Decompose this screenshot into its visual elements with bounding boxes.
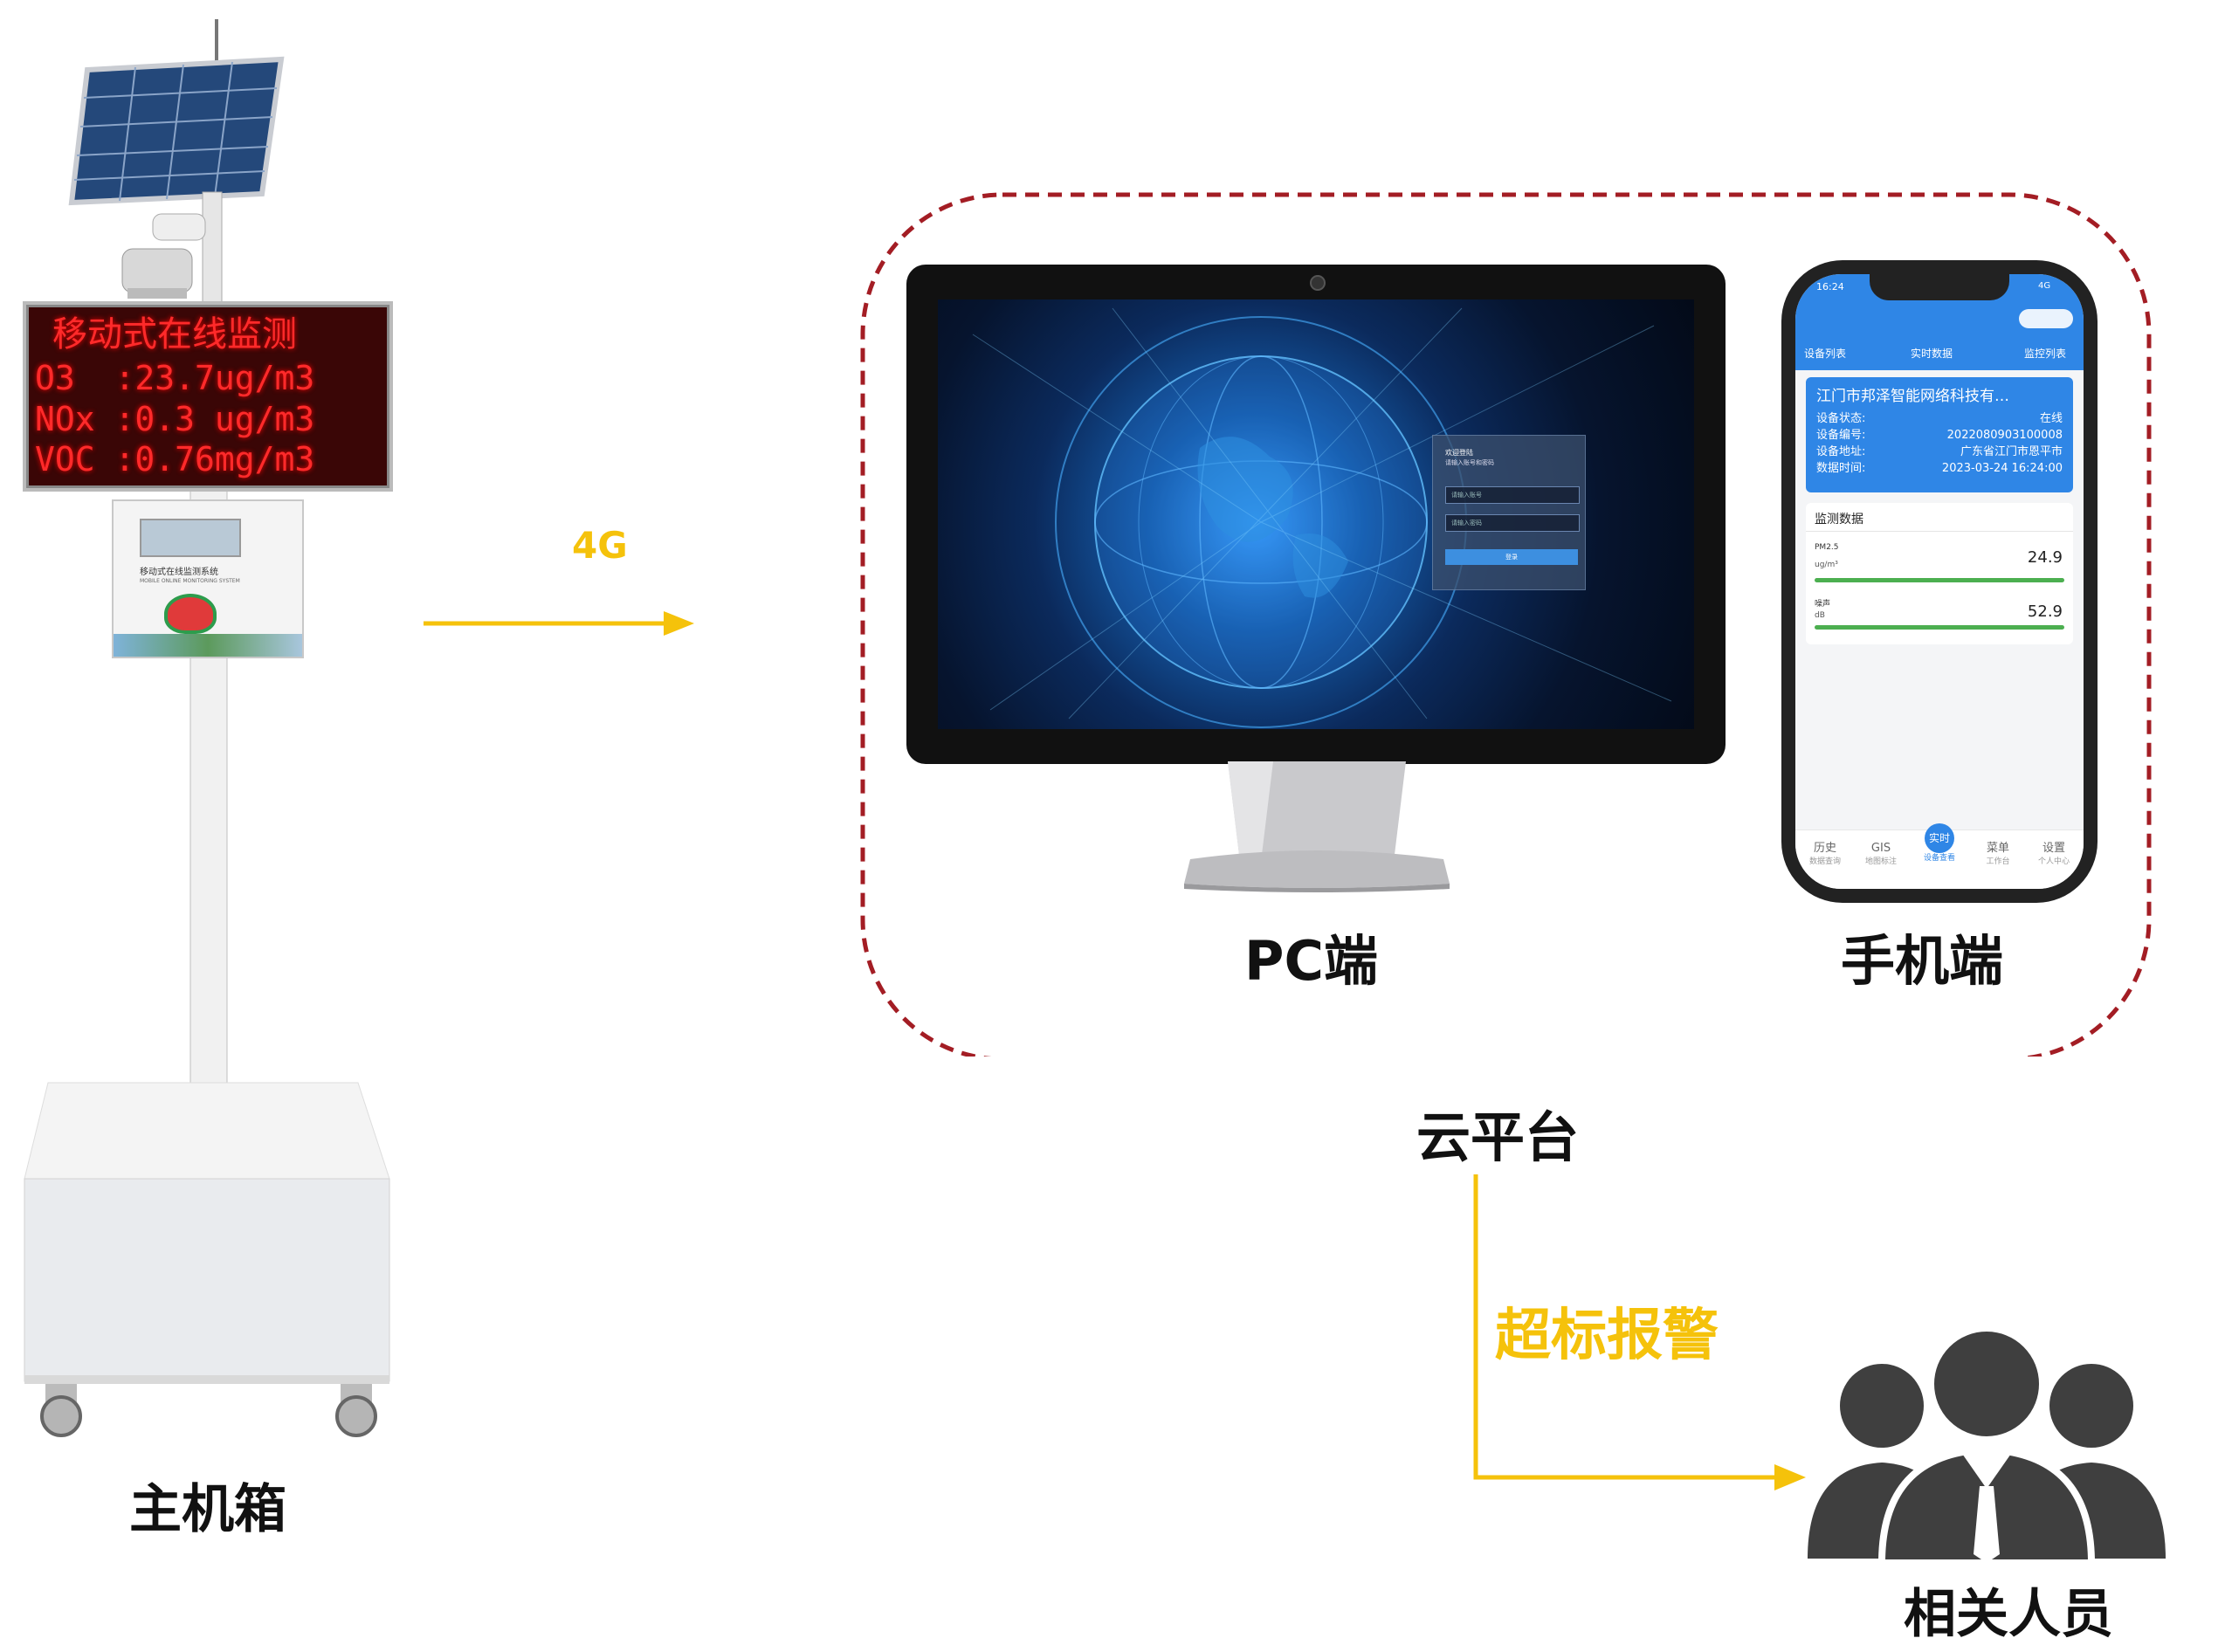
led-display: 移动式在线监测 O3 :23.7ug/m3 NOx :0.3 ug/m3 VOC… — [23, 301, 393, 492]
nav-label: 实时 — [1928, 832, 1950, 844]
metric-value: 24.9 — [2027, 548, 2063, 567]
led-row-voc: VOC :0.76mg/m3 — [35, 440, 315, 478]
username-placeholder: 请输入账号 — [1451, 492, 1482, 499]
nav-history[interactable]: 历史 数据查询 — [1799, 841, 1851, 867]
metric-name: 噪声 — [1815, 600, 1831, 609]
login-hint: 请输入账号和密码 — [1445, 459, 1494, 466]
pc-label: PC端 — [1244, 929, 1378, 993]
phone-tab-devices[interactable]: 设备列表 — [1804, 348, 1847, 360]
metric-unit: ug/m³ — [1815, 561, 1838, 569]
metric-noise[interactable]: 噪声 dB 52.9 — [1806, 590, 2073, 641]
metric-name: PM2.5 — [1815, 543, 1839, 552]
miniapp-capsule-icon — [2019, 309, 2073, 328]
phone-screen: 16:24 4G 设备列表 实时数据 监控列表 江门市邦泽智能网络科技有… 设备… — [1795, 274, 2084, 889]
monitoring-title: 监测数据 — [1815, 513, 1863, 527]
led-row-o3: O3 :23.7ug/m3 — [35, 359, 315, 397]
device-name: 江门市邦泽智能网络科技有… — [1816, 388, 2009, 405]
password-placeholder: 请输入密码 — [1451, 520, 1482, 527]
nav-label: GIS — [1870, 842, 1891, 855]
network-label: 4G — [572, 524, 628, 567]
phone-tab-monitor[interactable]: 监控列表 — [2024, 348, 2067, 360]
monitor-stand — [1184, 761, 1450, 892]
phone-tab-realtime[interactable]: 实时数据 — [1911, 348, 1953, 360]
globe-network-icon — [972, 307, 1672, 728]
metric-pm25[interactable]: PM2.5 ug/m³ 24.9 — [1806, 536, 2073, 587]
device-row: 设备状态: 在线 — [1816, 410, 2063, 427]
webcam-icon — [1310, 275, 1326, 291]
pc-screen: 欢迎登陆 请输入账号和密码 请输入账号 请输入密码 登录 — [938, 299, 1694, 729]
people-group-icon — [1808, 1325, 2166, 1563]
nav-sublabel: 数据查询 — [1808, 857, 1841, 866]
cabinet-logo-icon — [164, 594, 217, 634]
station-illustration — [24, 19, 390, 1437]
bottom-nav: 历史 数据查询 GIS 地图标注 实时 设备查看 菜单 工作台 设置 个人中心 — [1795, 823, 2084, 889]
wheel-icon — [40, 1384, 377, 1437]
cabinet-photo-strip — [114, 634, 302, 657]
nav-realtime[interactable]: 实时 设备查看 — [1912, 823, 1967, 864]
nav-sublabel: 个人中心 — [2037, 857, 2070, 866]
led-row-nox: NOx :0.3 ug/m3 — [35, 400, 315, 438]
device-row-key: 数据时间: — [1816, 462, 1866, 475]
device-row-value: 在线 — [2039, 412, 2063, 425]
arrow-alarm — [1473, 1174, 1806, 1490]
nav-menu[interactable]: 菜单 工作台 — [1972, 841, 2024, 867]
nav-realtime-circle-icon: 实时 — [1925, 823, 1954, 853]
device-row-value: 2023-03-24 16:24:00 — [1941, 462, 2063, 475]
device-row-value: 广东省江门市恩平市 — [1960, 445, 2063, 458]
monitoring-station: 移动式在线监测 O3 :23.7ug/m3 NOx :0.3 ug/m3 VOC… — [0, 0, 410, 1540]
device-row-key: 设备编号: — [1816, 429, 1866, 442]
cabinet-subtitle: MOBILE ONLINE MONITORING SYSTEM — [140, 578, 240, 584]
metric-bar — [1815, 578, 2064, 582]
status-network: 4G — [2038, 281, 2051, 291]
host-box-label: 主机箱 — [129, 1479, 286, 1540]
status-time: 16:24 — [1816, 281, 1844, 293]
device-row-key: 设备状态: — [1816, 412, 1866, 425]
nav-label: 设置 — [2042, 842, 2065, 855]
device-row-key: 设备地址: — [1816, 445, 1866, 458]
mobile-phone: 16:24 4G 设备列表 实时数据 监控列表 江门市邦泽智能网络科技有… 设备… — [1781, 260, 2098, 903]
cloud-platform-label: 云平台 — [1416, 1105, 1580, 1169]
control-cabinet: 移动式在线监测系统 MOBILE ONLINE MONITORING SYSTE… — [112, 499, 304, 658]
login-button[interactable]: 登录 — [1445, 549, 1578, 565]
sensor-shelter-icon — [121, 213, 206, 299]
nav-sublabel: 设备查看 — [1923, 854, 1955, 863]
login-panel: 欢迎登陆 请输入账号和密码 请输入账号 请输入密码 登录 — [1432, 435, 1586, 590]
base-box — [24, 1082, 390, 1384]
monitoring-panel: 监测数据 PM2.5 ug/m³ 24.9 噪声 dB 52.9 — [1806, 503, 2073, 644]
led-title: 移动式在线监测 — [52, 314, 297, 354]
cloud-platform-frame — [860, 192, 2152, 1057]
metric-value: 52.9 — [2027, 602, 2063, 621]
nav-label: 历史 — [1813, 842, 1836, 855]
device-row: 设备地址: 广东省江门市恩平市 — [1816, 444, 2063, 460]
nav-sublabel: 工作台 — [1986, 857, 2010, 866]
solar-panel-icon — [68, 56, 285, 206]
cabinet-window — [140, 519, 241, 557]
login-welcome: 欢迎登陆 — [1445, 449, 1473, 457]
panel-divider — [1806, 531, 2073, 532]
metric-bar — [1815, 625, 2064, 630]
nav-gis[interactable]: GIS 地图标注 — [1855, 841, 1907, 867]
pc-monitor: 欢迎登陆 请输入账号和密码 请输入账号 请输入密码 登录 — [906, 265, 1726, 764]
device-row-value: 2022080903100008 — [1946, 429, 2063, 442]
arrow-4g — [424, 611, 694, 636]
phone-notch — [1870, 274, 2009, 300]
username-input[interactable]: 请输入账号 — [1445, 486, 1580, 504]
device-card[interactable]: 江门市邦泽智能网络科技有… 设备状态: 在线 设备编号: 20220809031… — [1806, 377, 2073, 492]
metric-unit: dB — [1815, 611, 1825, 620]
password-input[interactable]: 请输入密码 — [1445, 514, 1580, 532]
mobile-label: 手机端 — [1841, 929, 2004, 993]
nav-settings[interactable]: 设置 个人中心 — [2028, 841, 2080, 867]
nav-sublabel: 地图标注 — [1864, 857, 1897, 866]
alarm-label: 超标报警 — [1495, 1304, 1719, 1368]
cabinet-title: 移动式在线监测系统 — [140, 568, 218, 577]
nav-label: 菜单 — [1986, 842, 2009, 855]
device-row: 设备编号: 2022080903100008 — [1816, 427, 2063, 444]
device-row: 数据时间: 2023-03-24 16:24:00 — [1816, 460, 2063, 477]
personnel-label: 相关人员 — [1904, 1584, 2113, 1645]
